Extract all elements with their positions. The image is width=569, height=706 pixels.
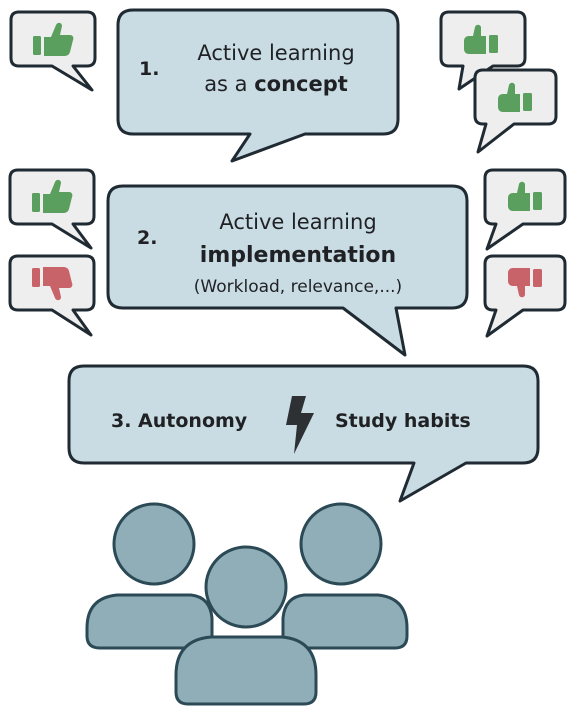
bubble-2-line3: (Workload, relevance,...) [194,277,402,297]
reaction-left-3 [8,168,96,250]
bubble-2-line2: implementation [200,243,396,268]
bubble-1-line2-bold: concept [254,72,348,96]
bubble-1-line2: as a concept [204,72,348,96]
bubble-3-right-text: Study habits [335,410,471,432]
reaction-right-3 [483,168,567,251]
bubble-1-line1: Active learning [197,41,354,65]
reaction-right-2 [473,68,558,154]
group-of-people-icon [85,502,409,706]
bubble-3-left-text: 3. Autonomy [111,410,248,432]
bubble-1-shape [116,8,400,163]
bubble-2: 2. Active learning implementation (Workl… [106,184,469,357]
reaction-right-4-shape [483,254,567,338]
person-center-head [204,545,288,629]
bubble-1-number: 1. [139,58,159,80]
bubble-3: 3. Autonomy Study habits [67,364,540,503]
reaction-left-4 [8,254,96,337]
bubble-2-shape [106,184,469,357]
person-right-head [299,502,383,586]
lightning-bolt-icon [286,396,314,454]
person-right-body [281,593,409,650]
reaction-left-1 [9,10,97,92]
bubble-1-line2-prefix: as a [204,72,254,96]
person-center-body [174,635,318,706]
person-left-head [112,502,196,586]
reaction-right-4 [483,254,567,338]
bubble-2-line1: Active learning [219,210,376,234]
bubble-2-number: 2. [137,227,157,249]
reaction-left-4-shape [8,254,96,337]
bubble-1: 1. Active learning as a concept [116,8,400,163]
person-left-body [85,593,214,650]
